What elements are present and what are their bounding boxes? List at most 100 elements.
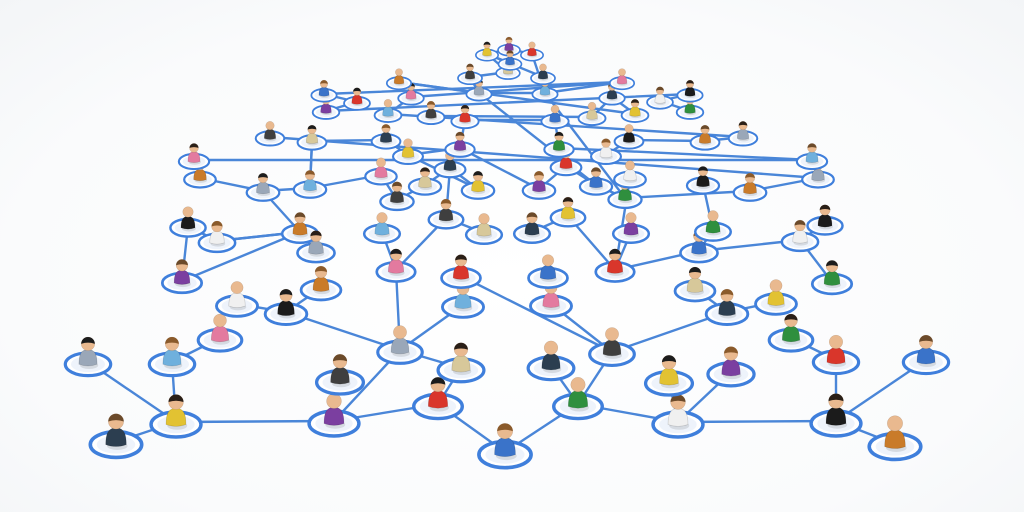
connection-line — [623, 189, 752, 200]
person-node — [530, 63, 556, 86]
figure-body — [308, 240, 324, 255]
person-node — [685, 166, 721, 195]
figure-body — [606, 89, 618, 100]
figure-hair — [819, 204, 831, 210]
figure-body — [721, 359, 741, 377]
person-node — [307, 393, 361, 438]
person-node — [263, 288, 309, 326]
person-node — [373, 99, 403, 123]
figure-body — [767, 290, 785, 306]
figure-body — [303, 178, 317, 192]
figure-body — [567, 390, 589, 409]
figure-hair — [392, 181, 402, 187]
figure-head — [265, 121, 275, 131]
figure-body — [473, 85, 485, 96]
figure-body — [390, 337, 410, 355]
person-node — [477, 423, 533, 470]
figure-body — [817, 214, 833, 228]
figure-body — [382, 106, 394, 117]
figure-body — [451, 355, 471, 373]
figure-head — [550, 104, 560, 114]
figure-hair — [686, 80, 694, 84]
figure-body — [659, 367, 679, 386]
figure-hair — [609, 248, 621, 255]
figure-hair — [353, 87, 361, 92]
connection-line — [268, 135, 820, 180]
figure-body — [173, 269, 191, 285]
figure-head — [230, 281, 244, 294]
figure-head — [528, 41, 536, 49]
figure-body — [387, 259, 405, 274]
person-node — [299, 265, 343, 302]
figure-hair — [165, 337, 179, 344]
figure-body — [452, 264, 470, 280]
figure-body — [374, 166, 388, 179]
figure-hair — [294, 212, 306, 218]
person-node — [376, 325, 424, 365]
person-node — [460, 170, 496, 200]
figure-hair — [919, 335, 933, 342]
figure-hair — [534, 171, 544, 177]
figure-hair — [630, 99, 640, 104]
person-node — [694, 210, 732, 242]
person-node — [296, 124, 328, 151]
figure-body — [560, 206, 576, 220]
figure-hair — [420, 167, 430, 173]
figure-body — [318, 86, 330, 97]
figure-body — [292, 221, 308, 236]
person-node — [526, 340, 576, 382]
figure-body — [539, 264, 557, 280]
figure-body — [256, 181, 270, 195]
figure-body — [210, 325, 230, 343]
person-node — [215, 281, 259, 318]
person-node — [427, 198, 465, 230]
figure-body — [453, 139, 467, 151]
person-node — [364, 157, 398, 186]
figure-body — [330, 366, 350, 385]
figure-hair — [720, 289, 734, 296]
person-node — [457, 63, 483, 86]
person-node — [704, 288, 750, 326]
figure-head — [887, 415, 903, 432]
figure-hair — [505, 36, 513, 41]
person-node — [475, 41, 499, 62]
figure-hair — [562, 197, 574, 203]
figure-hair — [466, 63, 474, 68]
person-nodes — [63, 36, 951, 470]
figure-body — [379, 131, 393, 143]
figure-body — [684, 103, 696, 114]
figure-body — [823, 270, 841, 286]
figure-body — [351, 94, 363, 105]
figure-body — [162, 349, 182, 367]
figure-hair — [320, 80, 328, 84]
figure-body — [459, 112, 471, 123]
figure-body — [405, 89, 417, 100]
figure-hair — [455, 254, 467, 261]
figure-body — [312, 276, 330, 292]
figure-head — [625, 160, 635, 171]
figure-hair — [381, 124, 391, 129]
figure-body — [916, 347, 936, 365]
figure-head — [587, 101, 597, 111]
person-node — [594, 248, 636, 283]
person-node — [254, 121, 286, 147]
figure-body — [623, 169, 637, 182]
figure-body — [187, 151, 201, 163]
figure-hair — [700, 125, 710, 130]
figure-hair — [81, 337, 95, 344]
figure-body — [698, 132, 712, 144]
figure-body — [427, 390, 449, 409]
person-node — [552, 377, 604, 421]
figure-hair — [554, 131, 564, 137]
figure-hair — [211, 221, 223, 227]
person-node — [149, 394, 203, 439]
person-node — [88, 413, 144, 460]
figure-body — [602, 339, 622, 357]
figure-body — [549, 112, 561, 123]
person-node — [651, 394, 705, 439]
person-node — [620, 99, 650, 123]
person-node — [160, 259, 204, 295]
figure-hair — [430, 377, 446, 385]
figure-hair — [656, 86, 664, 91]
figure-head — [376, 212, 388, 224]
